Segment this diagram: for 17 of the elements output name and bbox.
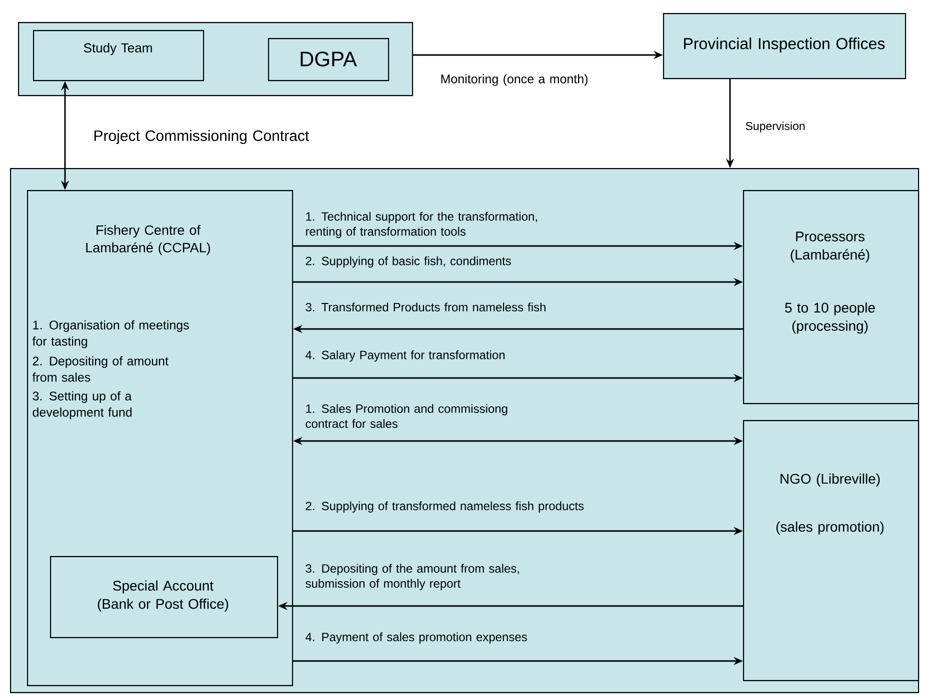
process-box: Special Account (Bank or Post Office)	[50, 556, 278, 638]
edge-label: 2. Supplying of transformed nameless fish products	[306, 501, 584, 513]
edge-label: 4. Salary Payment for transformation	[306, 350, 505, 362]
edge-label: 3. Transformed Products from nameless fish	[306, 302, 546, 312]
process-box: Provincial Inspection Offices	[663, 13, 906, 80]
edge-label: Supervision	[746, 122, 805, 132]
edge-label: 2. Supplying of basic fish, condiments	[306, 256, 511, 268]
process-box: NGO (Libreville) (sales promotion)	[743, 420, 920, 682]
process-box: Processors (Lambaréné) 5 to 10 people (processing)	[743, 190, 920, 404]
edge-label: Project Commissioning Contract	[94, 130, 310, 144]
edge-label: 4. Payment of sales promotion expenses	[306, 632, 527, 644]
edge-label: 3. Depositing of the amount from sales, submission of monthly report	[306, 564, 519, 590]
process-box: DGPA	[268, 38, 390, 82]
edge-label: 1. Sales Promotion and commissiong contract for sales	[306, 404, 508, 428]
edge-label: 1. Technical support for the transformation, renting of transformation tools	[306, 212, 537, 238]
process-box: Study Team	[33, 30, 204, 82]
edge-label: Monitoring (once a month)	[441, 74, 588, 86]
